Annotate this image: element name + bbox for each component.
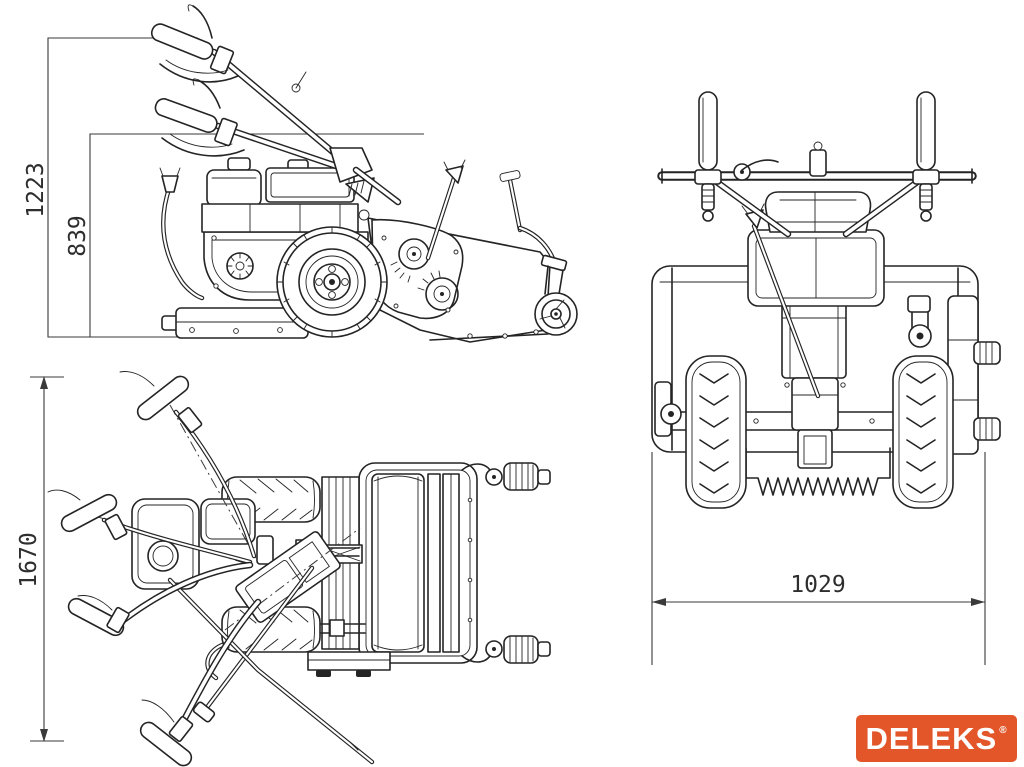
- grip-top-a: [119, 371, 203, 433]
- flail-section-top: [285, 476, 391, 677]
- wheel-front-left: [685, 355, 747, 509]
- caster-wheel-bottom-right: [461, 635, 551, 664]
- dimension-label-overall-width: 1029: [790, 572, 845, 598]
- zigzag-blade: [745, 447, 891, 496]
- lift-handle-rod: [167, 577, 375, 765]
- grip-front-right: [912, 91, 940, 222]
- handlebar-front: [657, 91, 977, 238]
- drive-wheel: [276, 226, 388, 338]
- clutch-lever-rod: [159, 167, 205, 301]
- dimension-label-overall-length: 1670: [16, 532, 42, 587]
- kickstand-rod: [192, 565, 315, 723]
- dimension-overall-height: [47, 37, 305, 338]
- top-view-drawing: 1670: [16, 371, 551, 767]
- chassis-skid: [161, 307, 309, 339]
- caster-wheel-side: [517, 225, 578, 336]
- roller: [371, 473, 425, 653]
- engine-front: [741, 191, 885, 399]
- grip-top-b: [47, 489, 128, 541]
- caster-front-right: [907, 295, 932, 348]
- wheel-front-right: [892, 355, 954, 509]
- dimension-overall-width: 1029: [651, 452, 986, 665]
- engine-top: [131, 498, 274, 590]
- grip-top-c: [67, 595, 130, 637]
- dimension-overall-length: [30, 376, 64, 742]
- front-view-drawing: 1029: [651, 91, 1001, 665]
- handlebar-grip-lower: [154, 78, 245, 157]
- grip-front-left: [694, 91, 722, 222]
- handlebar-grip-upper: [150, 4, 239, 83]
- vent-icon: [226, 252, 254, 280]
- handlebar-top: [47, 371, 262, 767]
- deck-top: [358, 462, 551, 664]
- handlebar-side: [150, 4, 402, 206]
- dimension-label-handlebar-height: 839: [65, 215, 91, 257]
- dimension-label-overall-height: 1223: [23, 162, 49, 217]
- caster-wheel-top-right: [461, 462, 551, 491]
- logo-text: DELEKS: [865, 721, 998, 756]
- grip-top-d: [139, 699, 194, 767]
- belt-cover: [371, 159, 466, 320]
- logo-registered-mark: ®: [999, 724, 1008, 736]
- deleks-logo: DELEKS®: [856, 715, 1017, 762]
- gearbox-front: [781, 299, 847, 469]
- side-view-drawing: 1223 839: [23, 4, 578, 343]
